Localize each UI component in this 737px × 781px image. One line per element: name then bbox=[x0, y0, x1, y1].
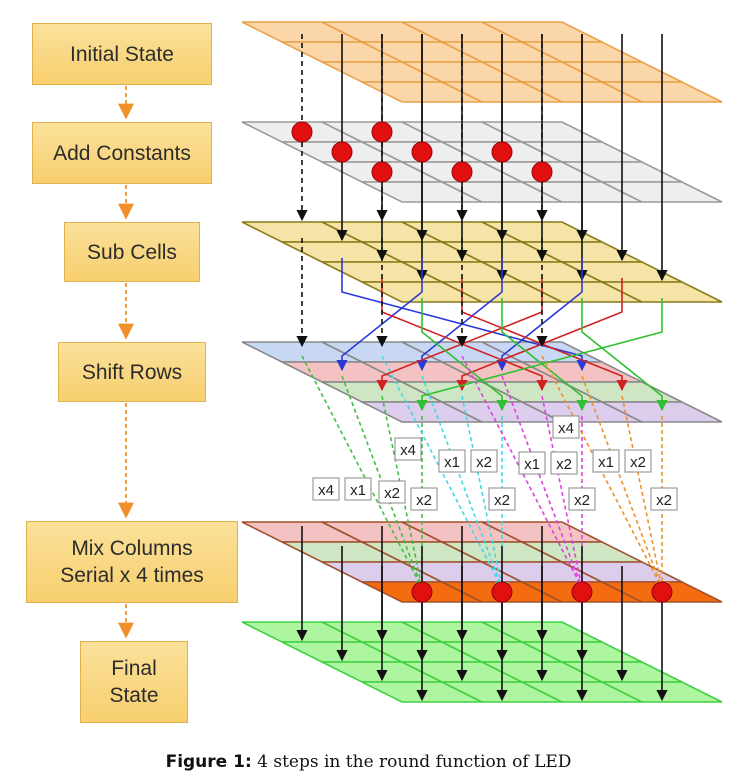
multiplier-text: x2 bbox=[494, 492, 510, 509]
multiplier-text: x1 bbox=[350, 482, 366, 499]
multiplier-text: x2 bbox=[630, 454, 646, 471]
constant-dot bbox=[491, 141, 513, 163]
layer-final-state bbox=[241, 621, 723, 703]
mix-arrow bbox=[541, 395, 583, 589]
multiplier-text: x2 bbox=[656, 492, 672, 509]
mix-dot bbox=[491, 581, 513, 603]
multiplier-box bbox=[592, 449, 620, 473]
multiplier-label: x1 bbox=[518, 451, 546, 475]
multiplier-text: x1 bbox=[524, 456, 540, 473]
layer-mix-columns bbox=[241, 521, 723, 603]
multiplier-label: x2 bbox=[624, 449, 652, 473]
multiplier-text: x1 bbox=[598, 454, 614, 471]
step-label: Mix Columns Serial x 4 times bbox=[60, 537, 204, 587]
figure-caption: Figure 1: 4 steps in the round function … bbox=[0, 752, 737, 772]
constant-dot bbox=[291, 121, 313, 143]
mix-dot bbox=[651, 581, 673, 603]
multiplier-text: x2 bbox=[556, 456, 572, 473]
multiplier-label: x2 bbox=[410, 487, 438, 511]
caption-text: 4 steps in the round function of LED bbox=[251, 752, 572, 772]
multiplier-label: x4 bbox=[312, 477, 340, 501]
layer-add-constants bbox=[241, 121, 723, 203]
mix-arrow bbox=[461, 355, 583, 589]
multiplier-label: x1 bbox=[344, 477, 372, 501]
multiplier-box bbox=[488, 487, 516, 511]
multiplier-box bbox=[410, 487, 438, 511]
multiplier-text: x4 bbox=[400, 442, 416, 459]
constant-dot bbox=[371, 161, 393, 183]
led-round-diagram: x4 x1 x2 x2 x4 x1 x2 x2 x4 x1 x2 x2 x1 x2 x2 bbox=[118, 21, 723, 703]
multiplier-box bbox=[650, 487, 678, 511]
multiplier-label: x2 bbox=[650, 487, 678, 511]
step-initial-state: Initial State bbox=[32, 23, 212, 85]
multiplier-text: x2 bbox=[476, 454, 492, 471]
multiplier-text: x1 bbox=[444, 454, 460, 471]
constant-dot bbox=[371, 121, 393, 143]
multiplier-label: x4 bbox=[394, 437, 422, 461]
multiplier-box bbox=[312, 477, 340, 501]
multiplier-label: x4 bbox=[552, 415, 580, 439]
multiplier-text: x4 bbox=[558, 420, 574, 437]
step-mix-columns: Mix Columns Serial x 4 times bbox=[26, 521, 238, 603]
multiplier-text: x2 bbox=[416, 492, 432, 509]
step-sub-cells: Sub Cells bbox=[64, 222, 200, 282]
shift-arrow bbox=[421, 298, 508, 412]
step-label: Shift Rows bbox=[81, 360, 183, 384]
mix-arrow bbox=[301, 355, 423, 589]
grid-cell bbox=[601, 281, 723, 303]
mix-arrow bbox=[541, 355, 663, 589]
multiplier-label: x2 bbox=[550, 451, 578, 475]
constant-dots bbox=[291, 121, 673, 603]
multiplier-box bbox=[438, 449, 466, 473]
multiplier-box bbox=[550, 451, 578, 475]
step-label: Add Constants bbox=[53, 141, 191, 165]
constant-dot bbox=[331, 141, 353, 163]
step-final-state: Final State bbox=[80, 641, 188, 723]
mix-arrow bbox=[381, 355, 503, 589]
state-layers bbox=[241, 21, 723, 703]
multiplier-box bbox=[518, 451, 546, 475]
data-flow-lines bbox=[296, 34, 669, 702]
grid-cell bbox=[601, 401, 723, 423]
multiplier-text: x4 bbox=[318, 482, 334, 499]
mix-arrow bbox=[461, 395, 503, 589]
step-label: Final State bbox=[109, 657, 159, 707]
mix-arrow bbox=[621, 395, 663, 589]
multiplier-label: x2 bbox=[378, 480, 406, 504]
mix-arrow bbox=[421, 375, 503, 589]
multiplier-labels: x4 x1 x2 x2 x4 x1 x2 x2 x4 x1 x2 x2 x1 x2 x2 bbox=[312, 415, 678, 511]
step-label: Sub Cells bbox=[87, 240, 177, 264]
multiplier-label: x2 bbox=[568, 487, 596, 511]
multiplier-box bbox=[568, 487, 596, 511]
multiplier-label: x1 bbox=[438, 449, 466, 473]
constant-dot bbox=[451, 161, 473, 183]
multiplier-box bbox=[470, 449, 498, 473]
mix-arrow bbox=[501, 375, 583, 589]
multiplier-label: x1 bbox=[592, 449, 620, 473]
shift-arrow bbox=[581, 298, 668, 412]
mix-dot bbox=[571, 581, 593, 603]
mix-dot bbox=[411, 581, 433, 603]
step-label: Initial State bbox=[70, 42, 174, 66]
multiplier-text: x2 bbox=[384, 485, 400, 502]
multiplier-box bbox=[344, 477, 372, 501]
step-add-constants: Add Constants bbox=[32, 122, 212, 184]
constant-dot bbox=[411, 141, 433, 163]
multiplier-box bbox=[394, 437, 422, 461]
multiplier-box bbox=[624, 449, 652, 473]
mix-arrow bbox=[581, 375, 663, 589]
multiplier-text: x2 bbox=[574, 492, 590, 509]
multiplier-label: x2 bbox=[470, 449, 498, 473]
layer-shift-rows bbox=[241, 341, 723, 423]
multiplier-label: x2 bbox=[488, 487, 516, 511]
layer-sub-cells bbox=[241, 221, 723, 303]
step-shift-rows: Shift Rows bbox=[58, 342, 206, 402]
shift-arrow bbox=[416, 298, 663, 412]
layer-initial-state bbox=[241, 21, 723, 103]
multiplier-box bbox=[552, 415, 580, 439]
caption-label: Figure 1: bbox=[165, 752, 252, 772]
constant-dot bbox=[531, 161, 553, 183]
multiplier-box bbox=[378, 480, 406, 504]
